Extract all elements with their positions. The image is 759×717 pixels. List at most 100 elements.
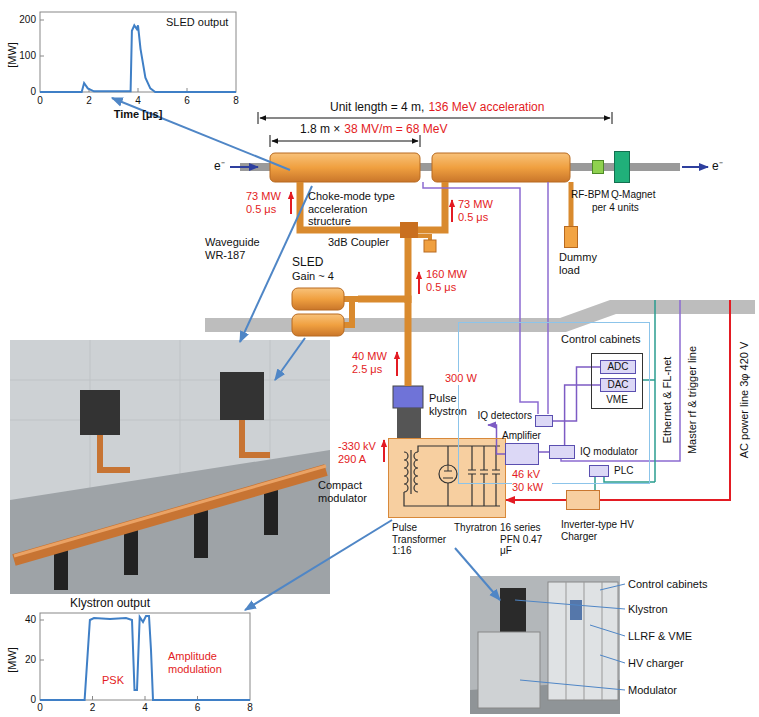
dimension-line <box>272 141 418 142</box>
modulator-circuit <box>388 438 506 518</box>
cables <box>642 379 655 381</box>
tick-label: 100 <box>19 50 36 62</box>
photo-label: Klystron <box>628 603 668 616</box>
cables <box>423 182 538 414</box>
dac-module: DAC <box>600 378 636 392</box>
tick-label: 8 <box>247 702 253 714</box>
amplifier: Amplifier <box>505 443 539 465</box>
beamline <box>230 153 708 182</box>
leader-line <box>275 338 305 380</box>
leader-line <box>112 98 290 170</box>
rf-bpm: RF-BPM <box>592 160 604 174</box>
waveguide <box>569 182 574 226</box>
node-text: IQ modulator <box>580 446 638 458</box>
modulator-circuit <box>443 465 453 478</box>
power-arrow <box>383 440 385 462</box>
line-label: Ethernet & FL-net <box>661 357 674 444</box>
klystron-body <box>397 408 421 438</box>
equipment-photo <box>566 582 602 700</box>
adc-module: ADC <box>600 360 636 374</box>
tick-label: 2 <box>86 95 92 107</box>
sled-cylinders <box>292 288 344 310</box>
iq-detector: IQ detectors <box>535 415 553 427</box>
plot-title: Klystron output <box>70 597 150 611</box>
equipment-photo <box>470 576 620 714</box>
cables <box>561 300 680 461</box>
modulator-circuit <box>414 452 418 492</box>
klystron-plot <box>40 613 250 700</box>
beamline <box>230 166 258 168</box>
sled-cavity: SLEDGain ~ 4 <box>288 256 358 338</box>
cables <box>604 476 655 482</box>
equipment-photo <box>500 588 526 632</box>
axis-unit: [MW] <box>6 42 19 68</box>
hv-charger: Inverter-type HV Charger <box>566 490 600 510</box>
modulator-box: Compact modulator <box>388 438 506 518</box>
modulator-circuit <box>439 465 457 483</box>
cables <box>654 300 656 482</box>
sled-plot <box>40 20 187 92</box>
klystron-body <box>393 386 423 438</box>
beam-label: e⁻ <box>214 160 225 174</box>
shield-wall <box>205 300 755 332</box>
annotation: PSK <box>102 674 124 687</box>
node-text: Gain ~ 4 <box>292 270 334 283</box>
modulator-circuit <box>468 446 500 506</box>
dimension-label: 136 MeV acceleration <box>428 101 544 115</box>
tick-label: 4 <box>135 95 141 107</box>
modulator-circuit <box>388 438 506 518</box>
plc: PLC <box>589 465 609 477</box>
shield-wall <box>205 300 755 332</box>
node-text: SLED <box>292 256 323 270</box>
power-label: 160 MW 0.5 μs <box>426 268 470 293</box>
plot-title: SLED output <box>166 16 228 29</box>
klystron-body <box>393 386 423 408</box>
signal-cable <box>553 367 600 421</box>
sled-cylinders <box>292 314 344 336</box>
cables <box>547 182 549 414</box>
photo-label: HV charger <box>628 657 684 670</box>
waveguide <box>405 238 412 303</box>
note-label: per 4 units <box>592 202 639 214</box>
node-text: Compact modulator <box>318 479 382 504</box>
tick-label: 200 <box>19 14 36 26</box>
klystron: Pulse klystron <box>393 386 488 436</box>
leader-line <box>245 520 392 610</box>
tick-label: 40 <box>25 614 36 626</box>
cables <box>423 182 730 500</box>
node-text: ADC <box>607 361 628 373</box>
signal-cable <box>539 451 549 453</box>
node-text: Pulse klystron <box>429 392 485 417</box>
power-arrow <box>451 200 453 222</box>
leader-line <box>455 548 500 600</box>
beamline <box>432 153 570 182</box>
node-text: IQ detectors <box>474 410 532 422</box>
part-label: 16 series PFN 0.47 μF <box>500 522 556 557</box>
signal-cable <box>565 385 600 445</box>
sled-plot <box>40 25 236 92</box>
modulator-circuit <box>404 452 408 492</box>
node-text: Amplifier <box>502 430 541 442</box>
beamline <box>682 166 708 168</box>
waveguide <box>400 222 418 238</box>
control-cabinets: Control cabinetsVMEADCDACIQ detectorsAmp… <box>458 322 650 484</box>
vme-crate: VME ADC DAC <box>591 353 643 409</box>
tick-label: 6 <box>184 95 190 107</box>
axis-title: Time [μs] <box>114 108 163 121</box>
node-text: DAC <box>607 379 628 391</box>
leader-line <box>112 98 500 610</box>
modulator-circuit <box>404 446 500 506</box>
equipment-photo <box>548 582 618 700</box>
iq-modulator: IQ modulator <box>549 445 575 459</box>
waveguide <box>418 236 430 240</box>
node-text: VME <box>606 394 628 406</box>
tick-label: 0 <box>37 702 43 714</box>
tick-label: 0 <box>37 95 43 107</box>
power-label: 73 MW 0.5 μs <box>458 198 498 223</box>
tick-label: 0 <box>30 694 36 706</box>
annotation: Amplitude modulation <box>168 650 248 675</box>
dimension-label: 1.8 m × <box>300 123 340 137</box>
node-text: Dummy load <box>559 251 605 276</box>
power-arrow <box>418 272 420 294</box>
